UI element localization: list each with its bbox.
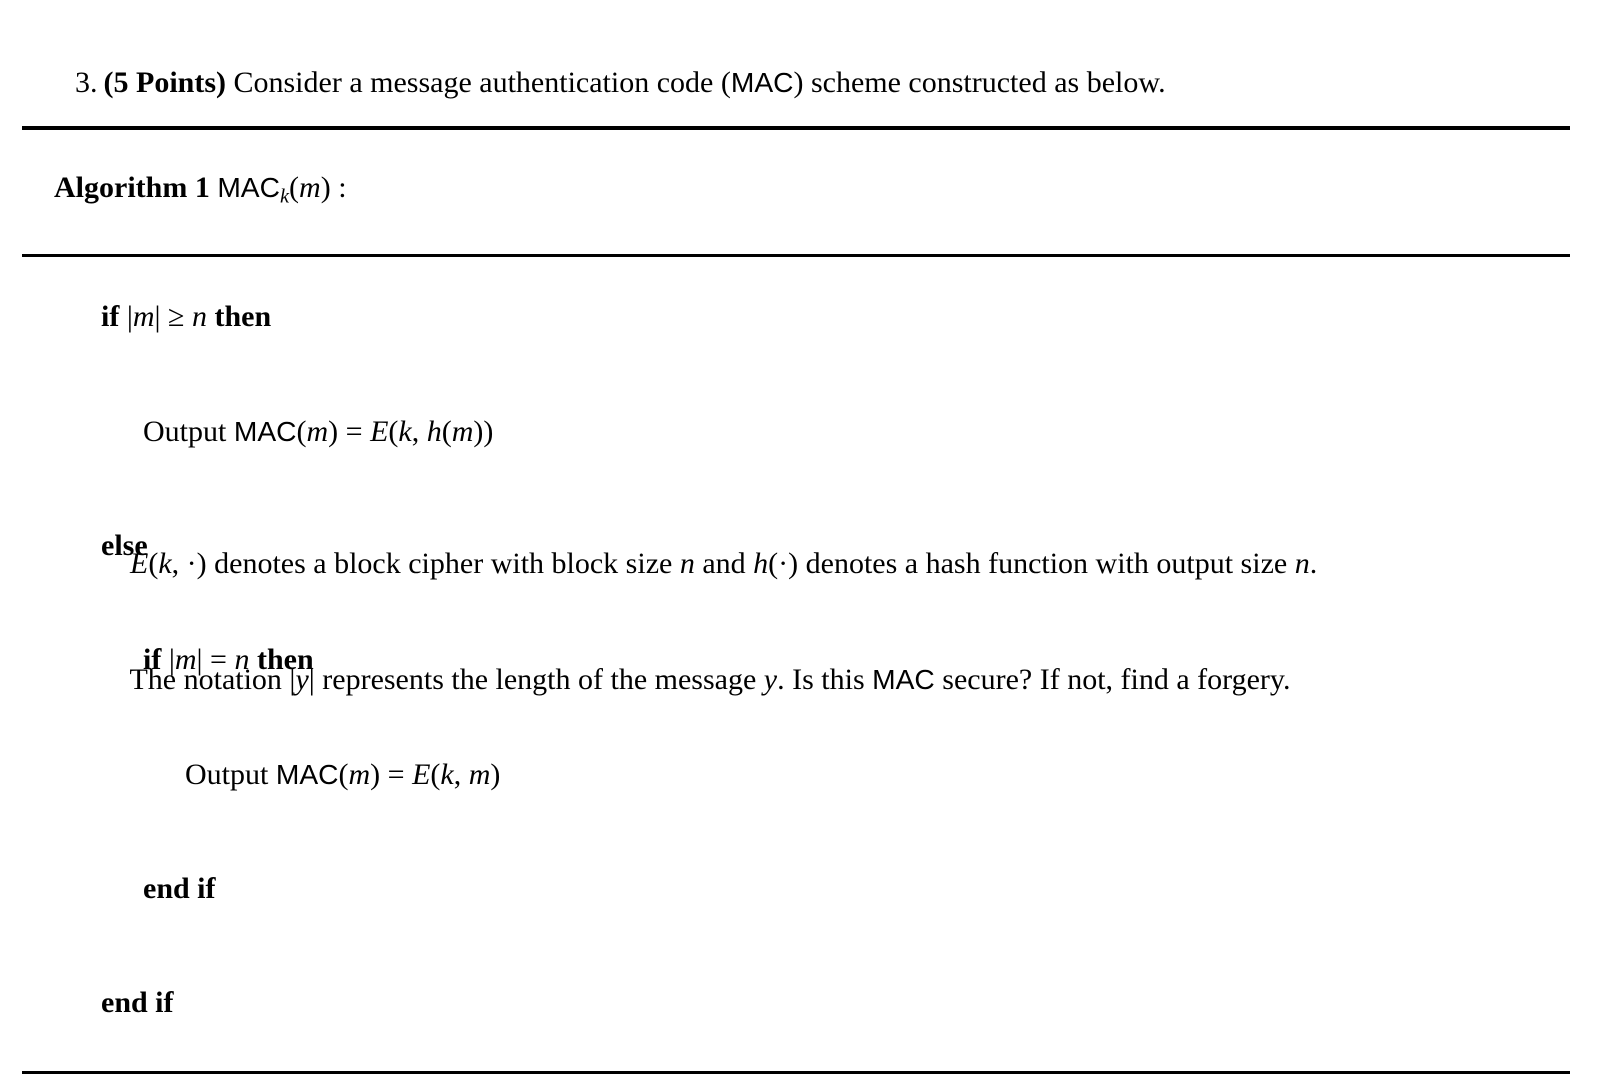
mac-acronym: MAC: [730, 66, 794, 98]
paren-open: (: [338, 757, 349, 791]
equals-symbol: ) =: [328, 414, 371, 448]
var-m: m: [306, 414, 329, 448]
notation-text: The notation |: [129, 663, 296, 696]
mac-function-name: MAC: [275, 757, 339, 790]
algo-line-endif-inner: end if: [22, 832, 1570, 946]
var-m: m: [299, 171, 321, 204]
output-label: Output: [143, 414, 234, 448]
algo-line-if-outer: if |m| ≥ n then: [22, 260, 1570, 374]
intro-text-pre: Consider a message authentication code (: [233, 66, 731, 99]
endif-keyword: end if: [143, 871, 216, 905]
output-label: Output: [185, 757, 276, 791]
paren-open: (: [441, 414, 452, 448]
intro-text-post: ) scheme constructed as below.: [793, 66, 1166, 99]
var-m: m: [348, 757, 371, 791]
geq-symbol: | ≥: [154, 299, 192, 333]
else-keyword: else: [101, 528, 148, 562]
question-text: secure? If not, find a forgery.: [934, 663, 1291, 696]
algo-line-else: else: [22, 489, 1570, 603]
var-k: k: [158, 546, 172, 580]
var-n: n: [192, 299, 207, 333]
period: .: [1309, 546, 1318, 580]
mac-function-name: MAC: [217, 171, 280, 203]
algo-line-endif-outer: end if: [22, 946, 1570, 1060]
key-subscript-k: k: [279, 185, 290, 208]
hash-h: h: [426, 414, 442, 448]
block-cipher-text: , ·) denotes a block cipher with block s…: [171, 546, 680, 580]
hash-h: h: [753, 546, 769, 580]
mac-acronym: MAC: [872, 663, 935, 695]
problem-number: 3.: [75, 66, 98, 99]
paren-open: (: [388, 414, 399, 448]
paren-open: (: [430, 757, 441, 791]
paren-close-colon: ) :: [320, 171, 347, 204]
and-text: and: [694, 546, 754, 580]
var-m: m: [132, 299, 155, 333]
comma: ,: [453, 757, 469, 791]
if-keyword: if: [101, 299, 127, 333]
endif-keyword: end if: [101, 985, 174, 1019]
problem-statement: 3.(5 Points) Consider a message authenti…: [60, 22, 1166, 103]
var-n: n: [679, 546, 695, 580]
cipher-E: E: [130, 546, 149, 580]
var-m: m: [468, 757, 491, 791]
is-this-text: . Is this: [777, 663, 873, 696]
cipher-E: E: [412, 757, 431, 791]
explanatory-notes: E(k, ·) denotes a block cipher with bloc…: [100, 506, 1600, 738]
then-keyword: then: [207, 299, 272, 333]
var-k: k: [398, 414, 412, 448]
algorithm-caption-label: Algorithm 1: [54, 171, 218, 204]
paren-close: ): [490, 757, 501, 791]
abs-bar: |: [126, 299, 133, 333]
var-k: k: [440, 757, 454, 791]
algo-line-output-hash: Output MAC(m) = E(k, h(m)): [22, 374, 1570, 489]
var-n: n: [1294, 546, 1310, 580]
mac-function-name: MAC: [233, 414, 297, 447]
paren-open: (: [296, 414, 307, 448]
var-y: y: [295, 663, 309, 696]
cipher-E: E: [370, 414, 389, 448]
paren-open: (: [289, 171, 300, 204]
points-label: (5 Points): [103, 66, 234, 99]
equals-symbol: ) =: [370, 757, 413, 791]
note-line-question: The notation |y| represents the length o…: [100, 622, 1600, 739]
var-m: m: [451, 414, 474, 448]
length-text: | represents the length of the message: [308, 663, 764, 696]
comma: ,: [411, 414, 427, 448]
paren-open: (: [148, 546, 159, 580]
var-y: y: [763, 663, 778, 696]
paren-close: )): [473, 414, 494, 448]
algorithm-caption: Algorithm 1 MACk(m) :: [22, 130, 1570, 257]
hash-function-text: (·) denotes a hash function with output …: [768, 546, 1295, 580]
note-line-definitions: E(k, ·) denotes a block cipher with bloc…: [100, 506, 1600, 622]
